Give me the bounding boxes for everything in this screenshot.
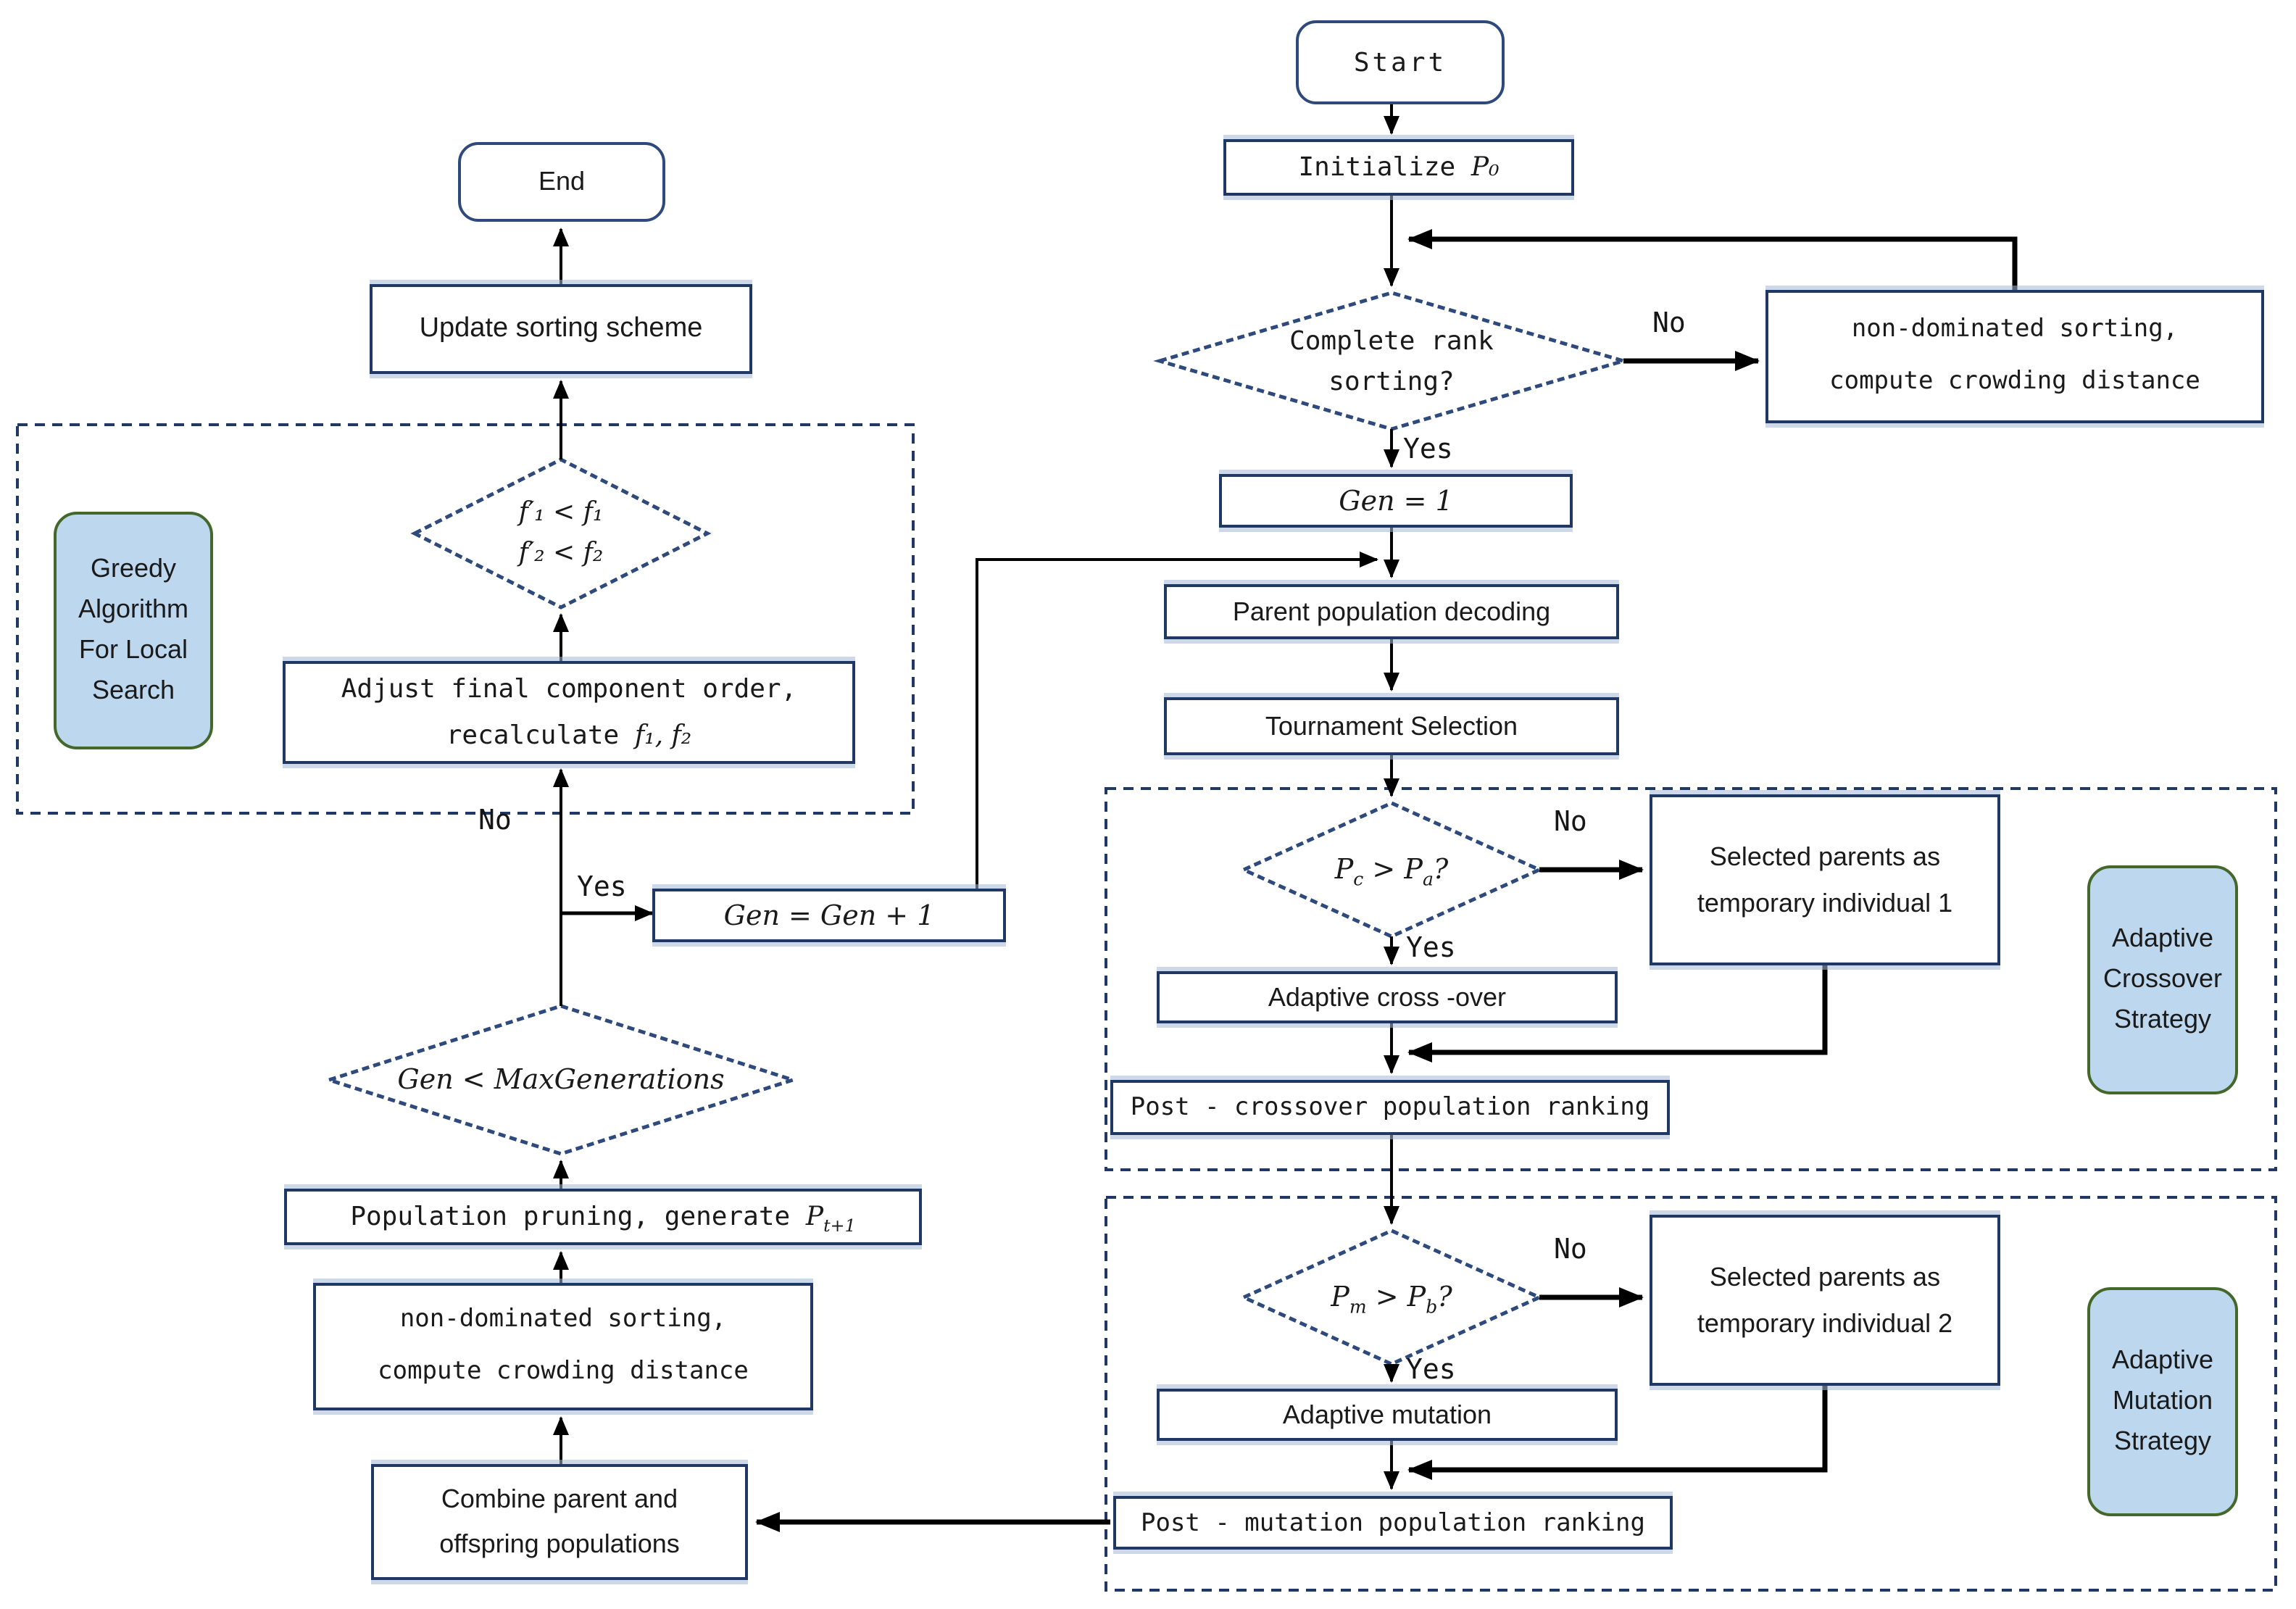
gen-increment-box: Gen = Gen + 1 <box>652 889 1006 942</box>
maxgen-decision-text: Gen < MaxGenerations <box>397 1064 725 1096</box>
parent-decoding-box: Parent population decoding <box>1164 584 1619 639</box>
greedy-local-search-label: Greedy Algorithm For Local Search <box>54 512 213 749</box>
end-terminal: End <box>458 142 665 222</box>
label-no-crossover: No <box>1554 806 1587 838</box>
pm-decision-text: Pm > Pb? <box>1331 1281 1452 1318</box>
nondominated-sorting-left-box: non-dominated sorting, compute crowding … <box>313 1283 813 1410</box>
pm-greater-pb-diamond <box>1239 1228 1544 1366</box>
initialize-box: Initialize P₀ <box>1223 139 1574 196</box>
mutation-strategy-label: Adaptive Mutation Strategy <box>2087 1287 2238 1516</box>
post-crossover-box: Post - crossover population ranking <box>1110 1080 1670 1135</box>
label-yes-rank: Yes <box>1403 433 1453 465</box>
f-improvement-diamond <box>410 457 712 610</box>
label-yes-maxgen: Yes <box>577 871 627 903</box>
pc-greater-pa-diamond <box>1239 801 1544 939</box>
initialize-var: P₀ <box>1471 152 1500 183</box>
label-yes-mutation: Yes <box>1406 1354 1456 1386</box>
crossover-strategy-label: Adaptive Crossover Strategy <box>2087 865 2238 1094</box>
gen-init-box: Gen = 1 <box>1219 474 1573 528</box>
adaptive-mutation-box: Adaptive mutation <box>1157 1389 1618 1441</box>
tournament-selection-box: Tournament Selection <box>1164 697 1619 755</box>
selected-parents-2-box: Selected parents as temporary individual… <box>1650 1215 2000 1386</box>
adjust-order-box: Adjust final component order, recalculat… <box>283 661 855 764</box>
label-yes-crossover: Yes <box>1406 932 1456 964</box>
update-sorting-scheme-box: Update sorting scheme <box>370 284 752 374</box>
start-label: Start <box>1353 47 1447 78</box>
adaptive-crossover-box: Adaptive cross -over <box>1157 971 1618 1023</box>
adaptive-mutation-container <box>1105 1196 2277 1592</box>
adaptive-crossover-container <box>1105 787 2277 1171</box>
edge-genincrement-loop <box>976 552 1378 889</box>
rank-decision-text: Complete rank sorting? <box>1289 326 1494 397</box>
population-pruning-box: Population pruning, generate Pt+1 <box>284 1189 922 1245</box>
edge-selected2-merge <box>1407 1386 1828 1480</box>
pc-decision-text: Pc > Pa? <box>1334 854 1449 890</box>
post-mutation-box: Post - mutation population ranking <box>1113 1496 1673 1550</box>
start-terminal: Start <box>1296 20 1505 104</box>
label-no-maxgen: No <box>478 804 512 836</box>
edge-selected1-merge <box>1407 965 1828 1063</box>
maxgen-diamond <box>323 1004 799 1156</box>
edge-nondom-feedback <box>1407 229 2018 290</box>
initialize-label: Initialize <box>1298 152 1471 183</box>
f-decision-text: f′₁ < f₁ f′₂ < f₂ <box>518 497 604 568</box>
combine-populations-box: Combine parent and offspring populations <box>371 1464 748 1580</box>
greedy-local-search-container <box>16 423 915 815</box>
label-no-mutation: No <box>1554 1234 1587 1265</box>
complete-rank-sorting-diamond <box>1153 291 1630 431</box>
label-no-rank: No <box>1652 307 1686 339</box>
nondominated-sorting-right-box: non-dominated sorting, compute crowding … <box>1765 290 2264 423</box>
selected-parents-1-box: Selected parents as temporary individual… <box>1650 794 2000 965</box>
